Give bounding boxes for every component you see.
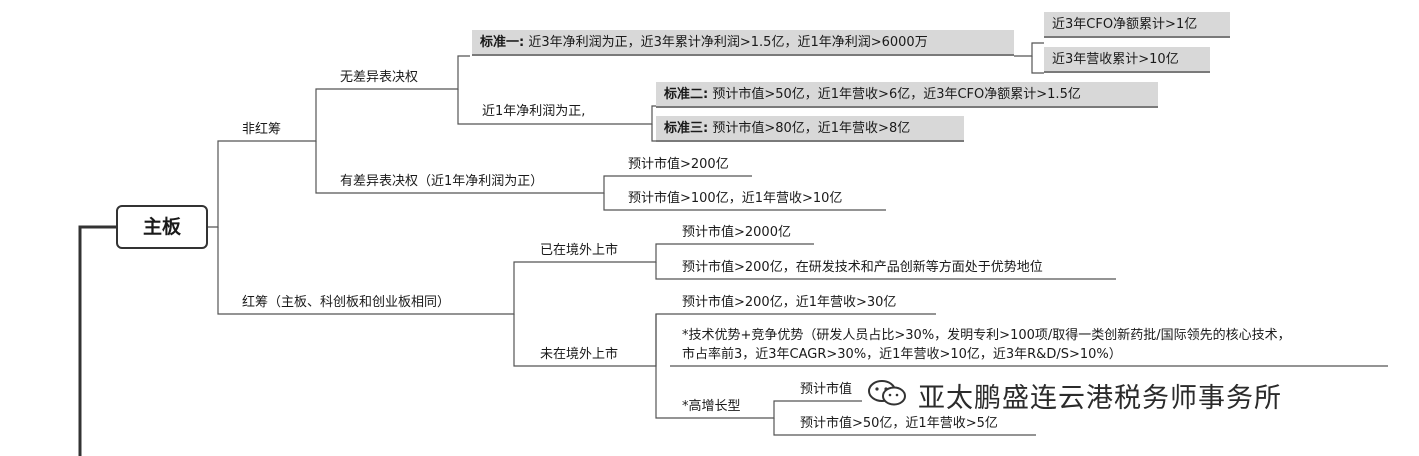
node-hg-market-cap-50: 预计市值>50亿，近1年营收>5亿 — [800, 416, 998, 431]
standard-2-label: 标准二: — [664, 87, 709, 102]
wechat-icon — [868, 380, 906, 406]
node-nl-tech-advantage-line2: 市占率前3，近3年CAGR>30%，近1年营收>10亿，近3年R&D/S>10%… — [682, 347, 1122, 362]
root-node-main-board: 主板 — [116, 205, 208, 249]
standard-1-text: 近3年净利润为正，近3年累计净利润>1.5亿，近1年净利润>6000万 — [528, 35, 928, 50]
node-not-listed-abroad: 未在境外上市 — [540, 347, 619, 362]
node-vie: 红筹（主板、科创板和创业板相同） — [242, 295, 451, 310]
node-nl-market-cap-200: 预计市值>200亿，近1年营收>30亿 — [682, 295, 897, 310]
watermark-text: 亚太鹏盛连云港税务师事务所 — [918, 383, 1282, 414]
node-standard-3: 标准三: 预计市值>80亿，近1年营收>8亿 — [656, 116, 964, 142]
standard-3-label: 标准三: — [664, 121, 709, 136]
node-listed-abroad: 已在境外上市 — [540, 243, 619, 258]
node-profit-positive: 近1年净利润为正, — [482, 104, 586, 119]
standard-2-text: 预计市值>50亿，近1年营收>6亿，近3年CFO净额累计>1.5亿 — [712, 87, 1081, 102]
standard-1-label: 标准一: — [480, 35, 525, 50]
node-nl-tech-advantage-line1: *技术优势+竞争优势（研发人员占比>30%，发明专利>100项/取得一类创新药批… — [682, 328, 1291, 343]
node-hg-market-cap: 预计市值 — [800, 382, 853, 397]
standard-3-text: 预计市值>80亿，近1年营收>8亿 — [712, 121, 911, 136]
node-la-market-cap-2000: 预计市值>2000亿 — [682, 225, 791, 240]
node-standard-2: 标准二: 预计市值>50亿，近1年营收>6亿，近3年CFO净额累计>1.5亿 — [656, 82, 1158, 108]
node-wd-market-cap-200: 预计市值>200亿 — [628, 157, 729, 172]
node-wd-market-cap-100: 预计市值>100亿，近1年营收>10亿 — [628, 191, 843, 206]
node-la-market-cap-200: 预计市值>200亿，在研发技术和产品创新等方面处于优势地位 — [682, 260, 1043, 275]
node-with-diff-voting: 有差异表决权（近1年净利润为正） — [340, 174, 544, 189]
node-std1-revenue: 近3年营收累计>10亿 — [1044, 47, 1210, 73]
node-standard-1: 标准一: 近3年净利润为正，近3年累计净利润>1.5亿，近1年净利润>6000万 — [472, 30, 1014, 56]
node-no-diff-voting: 无差异表决权 — [340, 70, 419, 85]
node-std1-cfo: 近3年CFO净额累计>1亿 — [1044, 12, 1230, 38]
node-high-growth: *高增长型 — [682, 399, 741, 414]
node-non-vie: 非红筹 — [242, 122, 282, 137]
